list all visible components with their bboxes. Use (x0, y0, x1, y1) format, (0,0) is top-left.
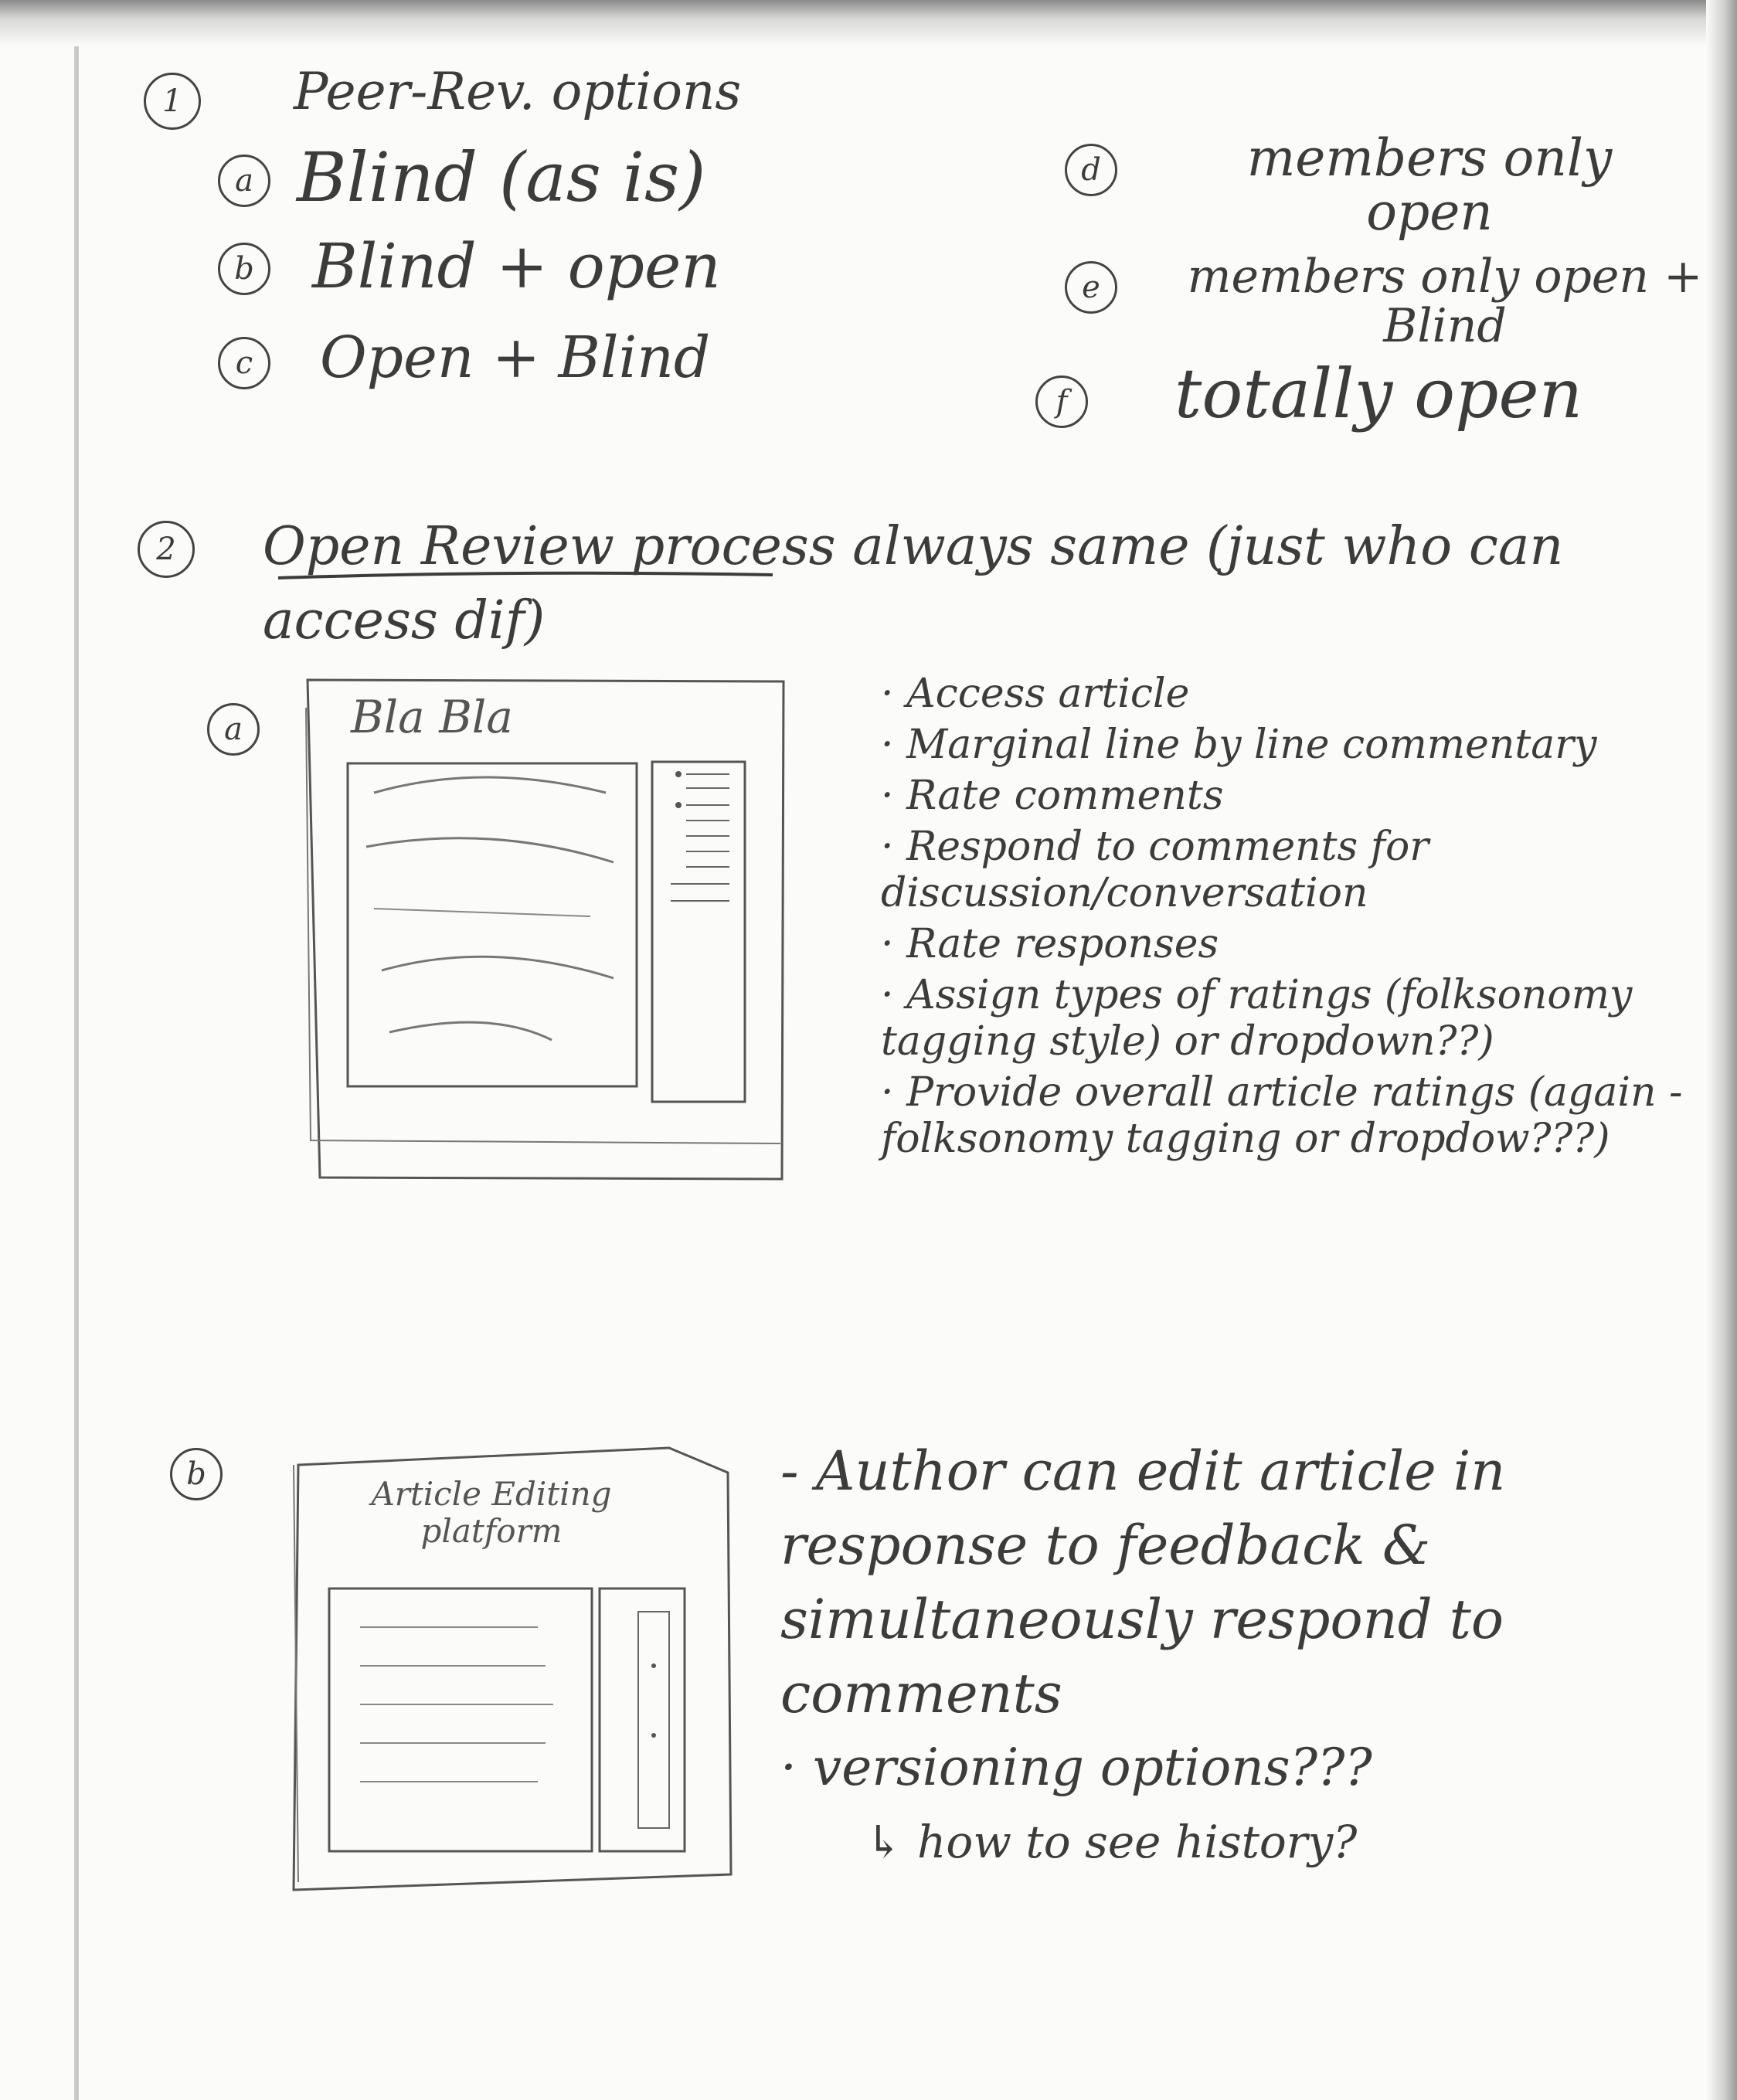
bullet-text: versioning options??? (812, 1738, 1372, 1797)
bullet-text: Rate responses (906, 921, 1219, 967)
sketch-b-title: Article Editing platform (371, 1475, 612, 1550)
bullet-text: Marginal line by line commentary (906, 722, 1597, 768)
bullet-text: Respond to comments for discussion/conve… (881, 824, 1429, 916)
option-b-text: Blind + open (312, 230, 721, 302)
bullet-text: how to see history? (917, 1816, 1358, 1868)
sub-b-bullet: ↳ how to see history? (865, 1816, 1358, 1868)
sub-a-bullet-list: · Access article · Marginal line by line… (881, 671, 1715, 1167)
sub-b-key: b (170, 1448, 223, 1500)
page-binding-line (74, 46, 79, 2100)
sketch-review-frame (305, 678, 785, 1181)
bullet-text: Provide overall article ratings (again -… (881, 1069, 1683, 1162)
option-f-text: totally open (1174, 354, 1583, 433)
bullet-text: Author can edit article in response to f… (780, 1439, 1506, 1725)
bullet-text: Assign types of ratings (folksonomy tagg… (881, 972, 1633, 1065)
scan-edge (0, 0, 1737, 46)
sub-a-bullet: · Assign types of ratings (folksonomy ta… (881, 972, 1633, 1065)
sub-b-bullet: - Author can edit article in response to… (780, 1439, 1506, 1725)
sub-a-key: a (207, 703, 260, 756)
sub-a-bullet: · Rate responses (881, 921, 1219, 967)
option-e-text: members only open + Blind (1187, 250, 1703, 353)
option-c-key: c (218, 337, 270, 389)
sub-b-bullet-list: - Author can edit article in response to… (780, 1434, 1708, 1879)
option-b-key: b (218, 243, 270, 295)
sketch-review-screen: Bla Bla (297, 677, 799, 1187)
section2-number: 2 (138, 521, 195, 578)
bullet-text: Rate comments (906, 773, 1224, 819)
sketch-editing-platform: Article Editing platform (283, 1442, 746, 1905)
sketch-editing-frame (292, 1446, 733, 1891)
option-c-text: Open + Blind (320, 325, 711, 391)
sub-a-bullet: · Respond to comments for discussion/con… (881, 824, 1429, 916)
sketch-a-title: Bla Bla (351, 691, 513, 743)
option-d-text: members only open (1246, 128, 1613, 242)
sub-a-bullet: · Provide overall article ratings (again… (881, 1069, 1683, 1162)
option-d-key: d (1065, 144, 1117, 196)
option-e-key: e (1065, 261, 1117, 314)
sub-a-bullet: · Marginal line by line commentary (881, 722, 1597, 768)
option-a-key: a (218, 155, 270, 207)
section1-number: 1 (144, 73, 201, 130)
sub-a-bullet: · Rate comments (881, 773, 1224, 819)
section2-title: Open Review process always same (just wh… (263, 516, 1564, 651)
option-f-key: f (1035, 375, 1088, 428)
scan-edge-right (1706, 0, 1737, 2100)
sub-a-bullet: · Access article (881, 671, 1190, 717)
option-a-text: Blind (as is) (297, 138, 706, 217)
sub-b-bullet: · versioning options??? (780, 1738, 1372, 1797)
bullet-text: Access article (906, 671, 1190, 717)
section1-title: Peer-Rev. options (294, 62, 742, 121)
